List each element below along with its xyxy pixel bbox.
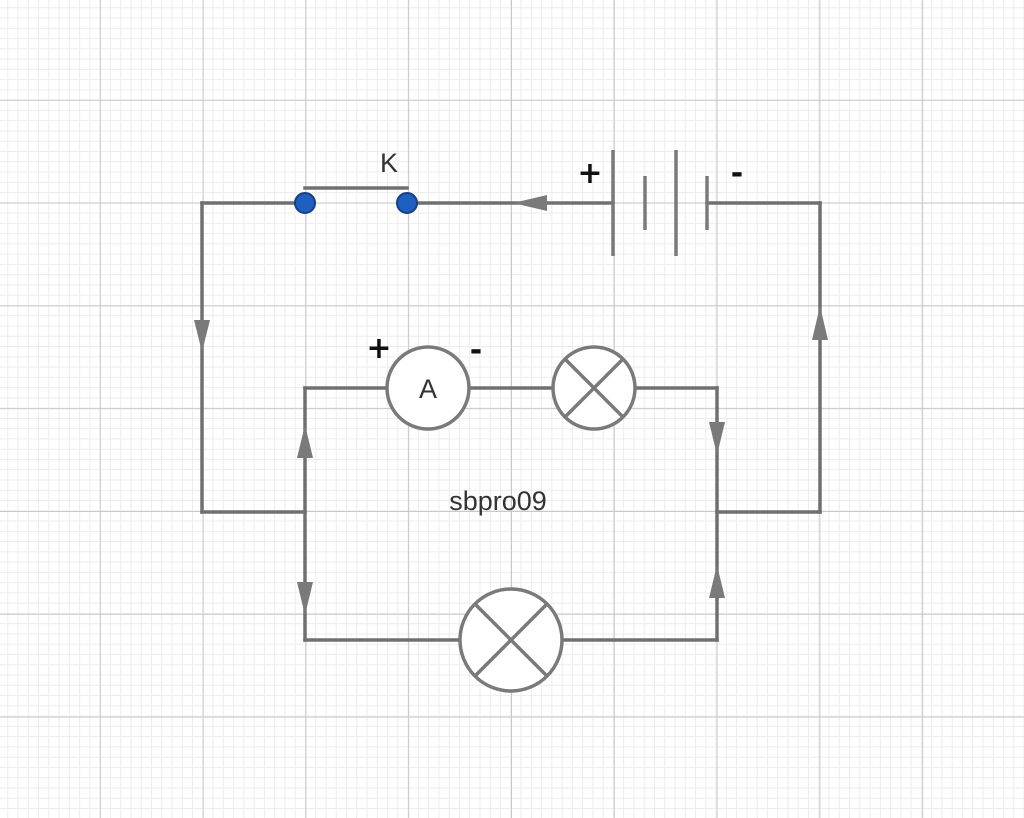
battery: + - (577, 150, 743, 256)
arrow-down-icon (297, 582, 313, 615)
lamp-lower-cross (473, 602, 549, 678)
ammeter-minus-sign: - (470, 333, 482, 368)
switch: K (294, 148, 418, 214)
ammeter: A + - (366, 331, 482, 431)
arrow-down-icon (709, 422, 725, 455)
arrow-down-icon (194, 320, 210, 352)
arrow-up-icon (812, 306, 828, 340)
switch-terminal-right (396, 192, 418, 214)
ammeter-body (385, 345, 471, 431)
battery-plus-sign: + (577, 156, 602, 191)
outer-wires (200, 186, 822, 514)
battery-minus-sign: - (731, 156, 743, 191)
arrow-up-icon (297, 425, 313, 458)
ammeter-plus-sign: + (366, 331, 391, 366)
switch-label: K (380, 148, 398, 178)
arrow-left-icon (513, 195, 547, 211)
lamp-upper-cross (563, 357, 625, 419)
current-arrows (194, 195, 828, 615)
watermark-text: sbpro09 (449, 486, 547, 516)
arrow-up-icon (709, 565, 725, 598)
switch-terminal-left (294, 192, 316, 214)
lamp-lower (458, 587, 564, 693)
lamp-upper (551, 345, 637, 431)
ammeter-symbol: A (419, 374, 437, 404)
